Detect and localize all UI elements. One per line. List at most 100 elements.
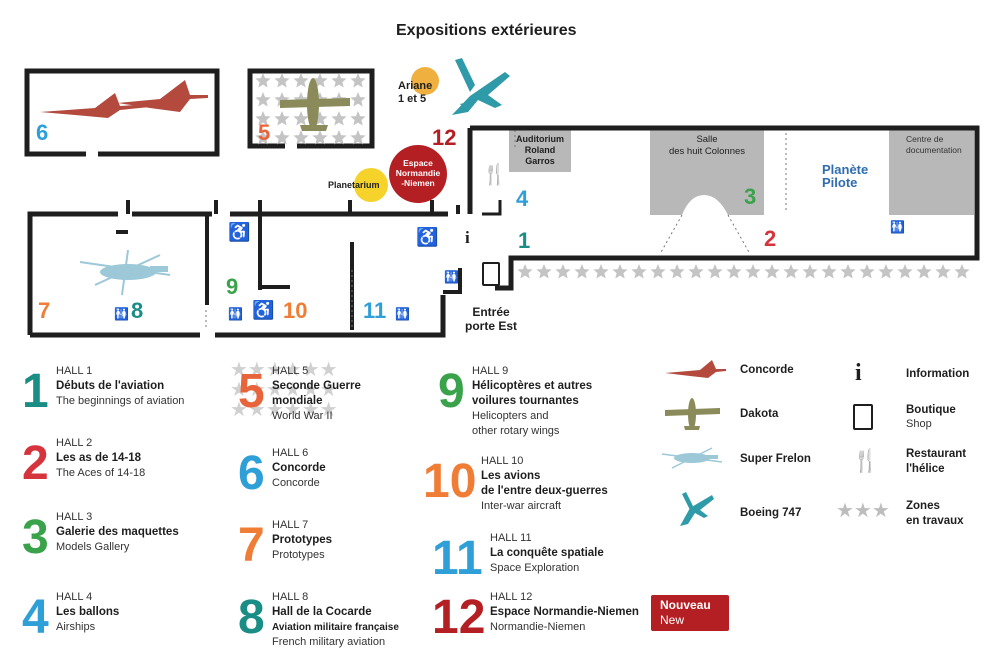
wheelchair-icon: ♿ [228, 222, 251, 242]
shopping-bag-key-icon [853, 404, 873, 430]
restroom-icon: 🚻 [890, 220, 905, 234]
legend-hall-8-number: 8 [238, 591, 265, 644]
works-star [274, 111, 290, 126]
legend-hall-1-name-fr: Débuts de l'aviation [56, 380, 165, 392]
legend-hall-7-number: 7 [238, 519, 265, 572]
legend-hall-4-name-en: Airships [56, 621, 96, 633]
stars-key-icon: ★★★ [836, 500, 890, 522]
fork-knife-key-icon: 🍴 [852, 448, 880, 473]
works-star [274, 130, 290, 145]
legend-hall-4-title: HALL 4 [56, 591, 93, 603]
hall-5-outline [247, 68, 375, 149]
map-hall-7-number: 7 [38, 298, 51, 323]
restroom-icon: 🚻 [228, 307, 243, 321]
legend-hall-9-number: 9 [438, 365, 465, 418]
legend-hall-3-title: HALL 3 [56, 511, 93, 523]
works-star [745, 264, 761, 279]
legend-hall-6-title: HALL 6 [272, 447, 309, 459]
nouveau-fr-label: Nouveau [660, 598, 711, 612]
legend-hall-5-number: 5 [238, 365, 265, 418]
works-star [350, 111, 366, 126]
works-star [840, 264, 856, 279]
legend-hall-3-name-en: Models Gallery [56, 541, 130, 553]
nouveau-badge: Nouveau New [651, 595, 729, 631]
works-zone-stars [517, 264, 970, 279]
legend-hall-7-name-fr: Prototypes [272, 534, 333, 546]
legend-hall-2-number: 2 [22, 437, 49, 490]
key-label-stars: Zones en travaux [906, 500, 964, 527]
map-hall-9-number: 9 [226, 274, 239, 299]
shopping-bag-icon [482, 262, 500, 286]
works-star [350, 73, 366, 88]
key-label-shopping-bag: Boutique [906, 404, 956, 416]
dakota-icon [665, 398, 720, 430]
aircraft-key-icons [661, 360, 726, 526]
legend-hall-1-title: HALL 1 [56, 365, 93, 377]
works-star [783, 264, 799, 279]
map-hall-5-number: 5 [258, 120, 271, 145]
works-star [764, 264, 780, 279]
works-star [935, 264, 951, 279]
auditorium-label: Auditorium Roland Garros [516, 134, 564, 166]
boeing-747-plane [452, 58, 510, 115]
works-star [669, 264, 685, 279]
works-star [802, 264, 818, 279]
planete-pilote-label: Planète Pilote [822, 162, 869, 190]
espace-normandie-circle [389, 145, 447, 203]
legend-hall-11-number: 11 [432, 532, 483, 585]
lower-building-outline [27, 211, 448, 335]
legend-hall-12-number: 12 [432, 591, 486, 644]
legend-hall-3-name-fr: Galerie des maquettes [56, 526, 179, 538]
museum-floor-plan [24, 58, 980, 338]
key-label-concorde: Concorde [740, 364, 794, 376]
legend-hall-2-name-fr: Les as de 14-18 [56, 452, 142, 464]
works-star [350, 92, 366, 107]
works-star [612, 264, 628, 279]
legend-hall-2-name-en: The Aces of 14-18 [56, 467, 146, 479]
concorde-planes [40, 80, 208, 118]
nouveau-en-label: New [660, 613, 685, 627]
super-frelon-icon [661, 447, 723, 469]
works-star [631, 264, 647, 279]
works-star [593, 264, 609, 279]
restroom-icon: 🚻 [395, 307, 410, 321]
restroom-icon: 🚻 [114, 307, 129, 321]
works-star [331, 73, 347, 88]
legend-hall-1-name-en: The beginnings of aviation [56, 395, 185, 407]
legend-hall-8-title: HALL 8 [272, 591, 309, 603]
key-label-dakota: Dakota [740, 408, 779, 420]
legend-hall-5-name-en: World War II [272, 410, 333, 422]
works-star [954, 264, 970, 279]
legend-hall-5-title: HALL 5 [272, 365, 309, 377]
key-label-super-frelon: Super Frelon [740, 453, 811, 465]
legend-hall-3-number: 3 [22, 511, 49, 564]
legend-hall-12-name-en: Normandie-Niemen [490, 621, 586, 633]
works-star [255, 111, 271, 126]
legend-hall-8-subtitle-fr: Aviation militaire française [272, 622, 399, 633]
salle-huit-colonnes-room [650, 130, 764, 215]
legend-hall-11-name-fr: La conquête spatiale [490, 547, 604, 559]
ariane-circle [411, 67, 439, 95]
key-label-shopping-bag-en: Shop [906, 418, 932, 430]
key-label-boeing-747: Boeing 747 [740, 507, 802, 519]
boeing-747-icon [680, 492, 714, 526]
legend-hall-10-number: 10 [423, 455, 477, 508]
wheelchair-icon: ♿ [416, 227, 439, 247]
legend-hall-4-name-fr: Les ballons [56, 606, 120, 618]
legend-hall-9-name-en: Helicopters and other rotary wings [472, 410, 560, 437]
legend-hall-9-title: HALL 9 [472, 365, 509, 377]
works-star [293, 130, 309, 145]
map-hall-4-number: 4 [516, 186, 529, 211]
entree-porte-est-label: Entrée porte Est [465, 305, 518, 333]
works-star [255, 73, 271, 88]
works-star [650, 264, 666, 279]
map-hall-3-number: 3 [744, 184, 757, 209]
ariane-label: Ariane 1 et 5 [398, 80, 433, 105]
legend-hall-6-name-en: Concorde [272, 477, 320, 489]
centre-documentation-room [889, 130, 974, 215]
legend-hall-7-title: HALL 7 [272, 519, 309, 531]
works-star [293, 111, 309, 126]
works-star [916, 264, 932, 279]
works-star [255, 92, 271, 107]
legend-hall-8-name-en: French military aviation [272, 636, 386, 648]
